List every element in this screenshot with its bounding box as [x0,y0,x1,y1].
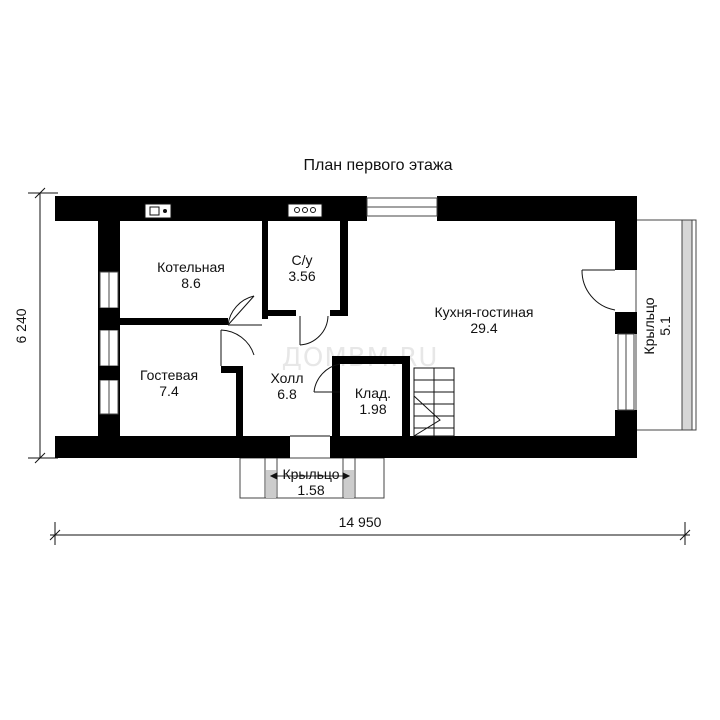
room-porch-side-name: Крыльцо [641,297,657,354]
dimension-height-label: 6 240 [13,308,29,343]
room-boiler-name: Котельная [157,259,225,275]
room-wc-area: 3.56 [288,268,315,284]
room-wc-name: С/у [292,252,313,268]
top-window [366,197,438,217]
outer-walls [55,196,637,458]
plan-title: План первого этажа [304,157,453,174]
right-window [617,333,635,411]
doors [220,269,616,437]
dimension-width-label: 14 950 [339,514,382,530]
dimension-vertical [28,187,58,464]
room-kitchen-area: 29.4 [470,320,497,336]
stair [413,367,455,437]
left-windows [99,271,119,415]
room-porch-side-area: 5.1 [657,316,673,336]
room-guest-name: Гостевая [140,367,198,383]
wc-fixture [287,203,323,218]
dimension-horizontal [49,522,691,545]
porch-arrows [269,472,351,480]
boiler-fixture [144,203,172,219]
room-guest-area: 7.4 [159,383,179,399]
room-storage-area: 1.98 [359,401,386,417]
side-porch [635,219,697,431]
room-storage-name: Клад. [355,385,391,401]
room-porch-front-area: 1.58 [297,482,324,498]
room-hall-area: 6.8 [277,386,297,402]
front-porch [239,457,385,499]
room-porch-front-name: Крыльцо [282,466,339,482]
room-boiler-area: 8.6 [181,275,201,291]
room-hall-name: Холл [271,370,304,386]
room-kitchen-name: Кухня-гостиная [434,304,533,320]
interior-walls [120,221,410,436]
left-wall-blocks [98,308,120,380]
